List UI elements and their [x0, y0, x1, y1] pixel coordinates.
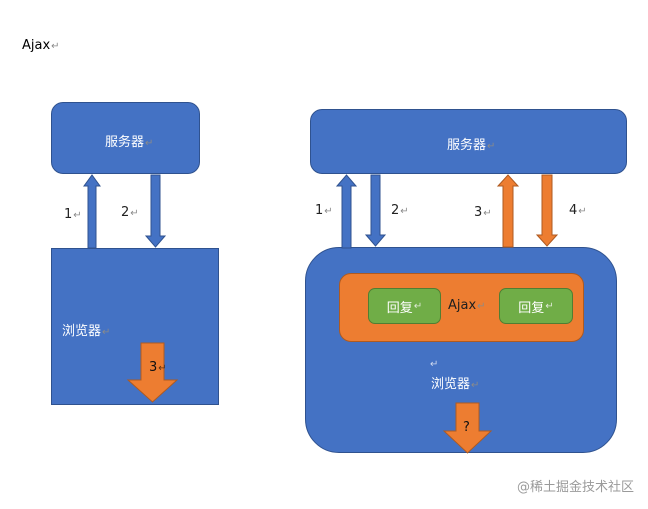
left-server-label: 服务器: [105, 135, 145, 150]
left-arrow-3-orange: [126, 342, 179, 403]
right-step-3-label: 3↵: [474, 205, 492, 220]
right-arrow-4-orange-down: [535, 174, 559, 247]
left-step-1-label: 1↵: [64, 207, 82, 222]
left-server-box: 服务器↵: [51, 102, 200, 174]
right-step-2-label: 2↵: [391, 203, 409, 218]
left-browser-label: 浏览器: [62, 324, 102, 339]
right-step-4-label: 4↵: [569, 203, 587, 218]
ajax-label: Ajax: [448, 298, 477, 313]
right-browser-label: 浏览器: [431, 377, 471, 392]
right-arrow-2-down: [364, 174, 387, 247]
reply-left-label: 回复: [386, 300, 413, 316]
right-step-1-label: 1↵: [315, 203, 333, 218]
right-server-label: 服务器: [447, 138, 487, 153]
left-browser-box: 浏览器↵: [51, 248, 219, 405]
reply-right-label: 回复: [518, 300, 545, 316]
reply-box-left: 回复↵: [368, 288, 441, 324]
left-arrow-1-up: [83, 174, 101, 249]
right-arrow-question-orange: [442, 402, 493, 454]
left-arrow-2-down: [144, 174, 167, 248]
left-step-3-label: 3↵: [149, 360, 167, 375]
watermark: @稀土掘金技术社区: [516, 480, 634, 495]
reply-box-right: 回复↵: [499, 288, 573, 324]
right-arrow-1-up: [335, 174, 358, 249]
right-server-box: 服务器↵: [310, 109, 627, 174]
right-arrow-3-orange-up: [496, 174, 520, 248]
left-step-2-label: 2↵: [121, 205, 139, 220]
page-title: Ajax↵: [22, 38, 60, 53]
right-question-label: ?: [463, 420, 470, 435]
